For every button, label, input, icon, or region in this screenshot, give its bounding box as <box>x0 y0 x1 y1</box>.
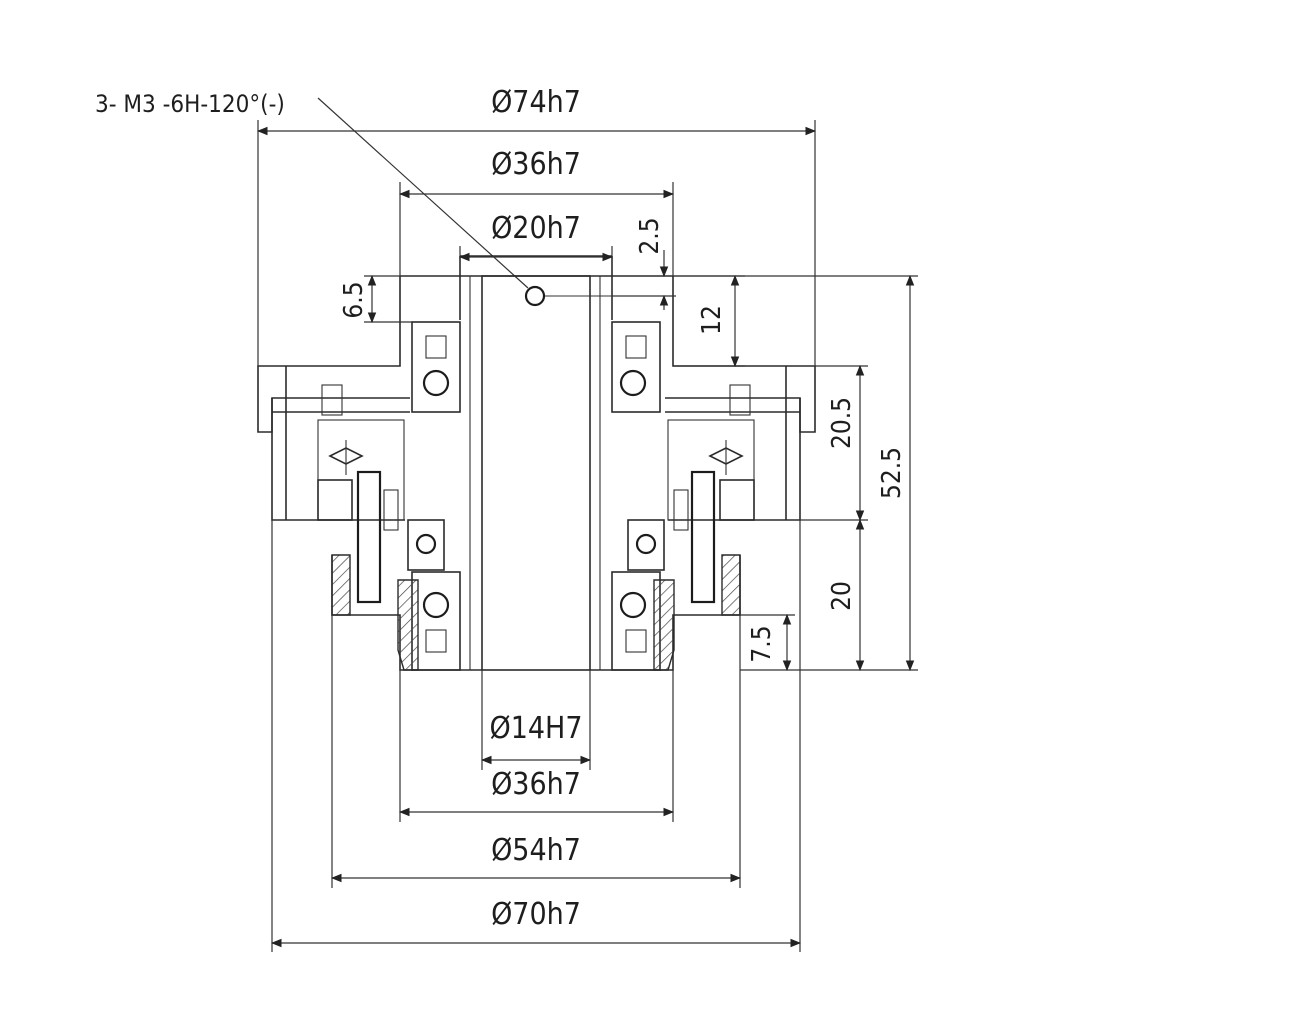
lower-right-bearing <box>611 571 661 671</box>
dim-12: 12 <box>673 274 745 368</box>
dim-text-20: 20 <box>827 581 857 611</box>
dim-2-5: 2.5 <box>612 217 676 310</box>
small-bearing-right <box>627 519 665 571</box>
dim-text-20-5: 20.5 <box>827 397 857 449</box>
dim-20: 20 <box>827 518 865 672</box>
right-internal-parts <box>667 384 755 604</box>
dim-top-mid: Ø36h7 <box>398 147 675 276</box>
dim-text-bottom-bore: Ø14H7 <box>489 711 582 746</box>
dim-bottom-70: Ø70h7 <box>270 520 802 952</box>
central-bore <box>481 275 591 671</box>
dim-bottom-bore: Ø14H7 <box>480 670 592 770</box>
dim-6-5: 6.5 <box>339 274 412 324</box>
dim-bottom-mid: Ø36h7 <box>398 670 675 822</box>
dim-top-outer: Ø74h7 <box>256 85 817 366</box>
dim-text-52-5: 52.5 <box>877 447 907 499</box>
dim-text-7-5: 7.5 <box>747 625 777 662</box>
dim-20-5: 20.5 <box>800 364 868 522</box>
dim-text-2-5: 2.5 <box>635 217 665 254</box>
dim-text-bottom-70: Ø70h7 <box>491 897 581 932</box>
dim-text-bottom-54: Ø54h7 <box>491 833 581 868</box>
tapped-hole <box>524 285 546 307</box>
dim-text-bottom-mid: Ø36h7 <box>491 767 581 802</box>
dim-7-5: 7.5 <box>740 613 795 672</box>
hatched-ring-left <box>331 554 419 671</box>
thread-callout: 3- M3 -6H-120°(-) <box>95 90 529 289</box>
dim-text-top-inner: Ø20h7 <box>491 211 581 246</box>
callout-leader <box>317 97 529 289</box>
dim-text-6-5: 6.5 <box>339 281 369 318</box>
small-bearing-left <box>407 519 445 571</box>
upper-right-bearing <box>611 321 661 413</box>
dim-text-12: 12 <box>697 305 727 335</box>
dim-text-top-outer: Ø74h7 <box>491 85 581 120</box>
hatched-ring-right <box>653 554 741 671</box>
left-internal-parts <box>317 384 405 604</box>
callout-text: 3- M3 -6H-120°(-) <box>95 90 285 118</box>
dim-bottom-54: Ø54h7 <box>330 615 742 888</box>
dim-text-top-mid: Ø36h7 <box>491 147 581 182</box>
lower-left-bearing <box>411 571 461 671</box>
dim-52-5: 52.5 <box>673 274 918 672</box>
upper-left-bearing <box>411 321 461 413</box>
dim-top-inner: Ø20h7 <box>458 211 614 262</box>
